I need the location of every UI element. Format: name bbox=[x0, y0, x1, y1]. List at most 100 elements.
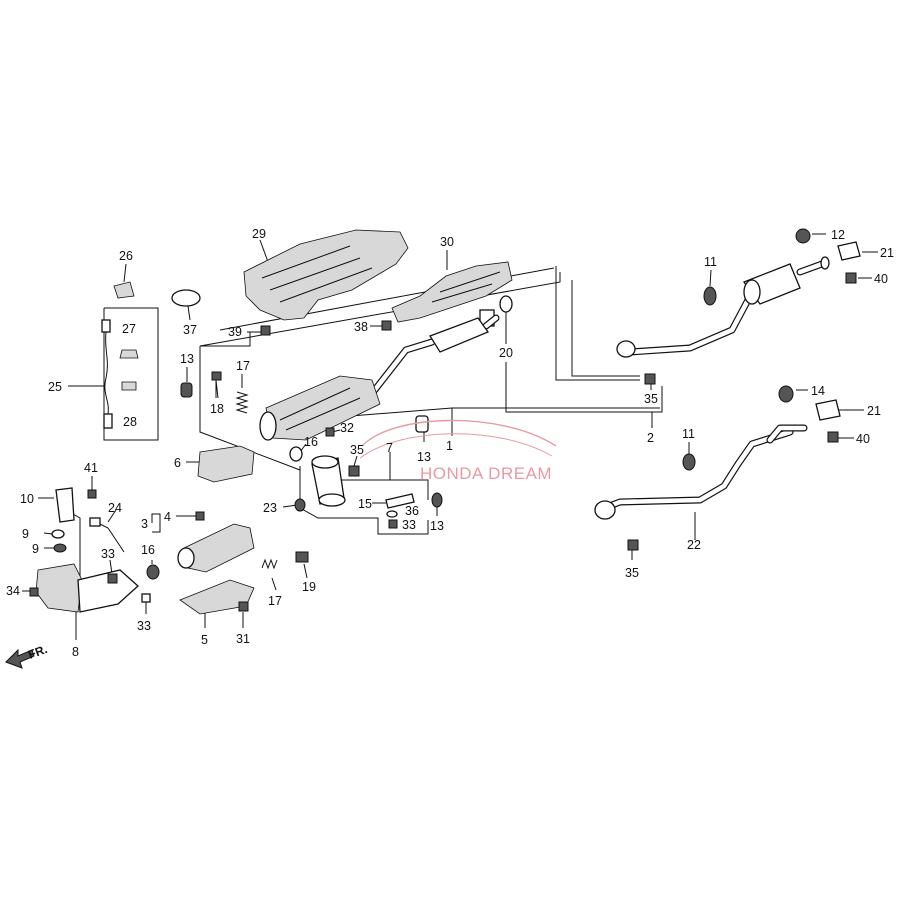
bracket-part-15 bbox=[385, 493, 415, 509]
callout-40a: 40 bbox=[874, 272, 888, 286]
oxygen-sensor-part bbox=[101, 319, 113, 429]
callout-11b: 11 bbox=[682, 427, 695, 441]
catalyst-lower-shield-part-5 bbox=[179, 579, 255, 615]
sensor-cover-part bbox=[113, 281, 135, 299]
nut-part-33c bbox=[141, 593, 151, 603]
callout-4: 4 bbox=[164, 510, 171, 524]
rubber-mount-part bbox=[180, 382, 193, 398]
callout-17a: 17 bbox=[236, 359, 250, 373]
callout-22: 22 bbox=[687, 538, 701, 552]
rubber-hanger-part-11b bbox=[682, 453, 696, 471]
callout-33b: 33 bbox=[101, 547, 115, 561]
callout-39: 39 bbox=[228, 325, 242, 339]
bolt-part bbox=[260, 325, 271, 336]
callout-5: 5 bbox=[201, 633, 208, 647]
exhaust-finisher-part-21b bbox=[815, 399, 841, 421]
nut-part-35b bbox=[644, 373, 656, 385]
watermark-text: HONDA DREAM bbox=[420, 464, 552, 483]
sensor-cable-part-24 bbox=[95, 521, 125, 553]
callout-20: 20 bbox=[499, 346, 513, 360]
heat-shield-rib-lines-2 bbox=[431, 271, 501, 303]
rubber-hanger-part-11a bbox=[703, 286, 717, 306]
bolt-spring-part bbox=[211, 371, 249, 414]
front-arrow-icon bbox=[5, 648, 35, 669]
callout-36: 36 bbox=[405, 504, 419, 518]
callout-13c: 13 bbox=[430, 519, 444, 533]
gasket-ring-part bbox=[499, 295, 513, 313]
callout-28: 28 bbox=[123, 415, 137, 429]
nut-part-32 bbox=[325, 427, 335, 437]
callout-18: 18 bbox=[210, 402, 224, 416]
callout-1: 1 bbox=[446, 439, 453, 453]
washer-part-9a bbox=[51, 529, 65, 539]
sensor-plug-part-24 bbox=[89, 517, 101, 527]
callout-12: 12 bbox=[831, 228, 845, 242]
callout-16b: 16 bbox=[141, 543, 155, 557]
nut-part-33 bbox=[388, 519, 398, 529]
rubber-mount-part-13b bbox=[415, 415, 429, 433]
callout-10: 10 bbox=[20, 492, 34, 506]
callout-3: 3 bbox=[141, 517, 148, 531]
callout-2: 2 bbox=[647, 431, 654, 445]
sensor-clip-part bbox=[119, 349, 139, 391]
callout-31: 31 bbox=[236, 632, 250, 646]
callout-37: 37 bbox=[183, 323, 197, 337]
nut-part-35 bbox=[348, 465, 360, 477]
flange-ring-part bbox=[171, 289, 201, 307]
callout-24: 24 bbox=[108, 501, 122, 515]
callout-30: 30 bbox=[440, 235, 454, 249]
bolt-part-40b bbox=[827, 431, 839, 443]
callout-7: 7 bbox=[386, 441, 393, 455]
callout-11a: 11 bbox=[704, 255, 717, 269]
spring-part-17b bbox=[261, 558, 278, 570]
callout-35b: 35 bbox=[644, 392, 658, 406]
rubber-mount-part-13c bbox=[431, 492, 443, 508]
rubber-hanger-part-12 bbox=[795, 228, 811, 244]
callout-9a: 9 bbox=[22, 527, 29, 541]
front-indicator-label: FR. bbox=[26, 642, 49, 662]
callout-33c: 33 bbox=[137, 619, 151, 633]
callout-25: 25 bbox=[48, 380, 62, 394]
bolt-part-19 bbox=[295, 551, 309, 563]
callout-34: 34 bbox=[6, 584, 20, 598]
callout-19: 19 bbox=[302, 580, 316, 594]
rear-pipe-upper-part bbox=[616, 256, 830, 358]
nut-part-35c bbox=[627, 539, 639, 551]
rear-pipe-lower-part bbox=[594, 424, 808, 520]
callout-23: 23 bbox=[263, 501, 277, 515]
catalytic-converter-part-3 bbox=[177, 511, 255, 573]
washer-part-36 bbox=[386, 510, 398, 518]
callout-17b: 17 bbox=[268, 594, 282, 608]
callout-35c: 35 bbox=[625, 566, 639, 580]
callout-35a: 35 bbox=[350, 443, 364, 457]
callout-41: 41 bbox=[84, 461, 98, 475]
bolt-part-40a bbox=[845, 272, 857, 284]
watermark-logo: HONDA DREAM bbox=[359, 419, 557, 483]
washer-part-9b bbox=[53, 543, 67, 553]
callout-21a: 21 bbox=[880, 246, 894, 260]
bolt-part-38 bbox=[381, 320, 392, 331]
callout-29: 29 bbox=[252, 227, 266, 241]
callout-16a: 16 bbox=[304, 435, 318, 449]
callout-8: 8 bbox=[72, 645, 79, 659]
callout-26: 26 bbox=[119, 249, 133, 263]
manifold-catalyst-part-8 bbox=[29, 563, 139, 613]
callout-38: 38 bbox=[354, 320, 368, 334]
bolt-part-31 bbox=[238, 601, 249, 612]
bolt-part-41 bbox=[87, 489, 97, 499]
callout-21b: 21 bbox=[867, 404, 881, 418]
callout-9b: 9 bbox=[32, 542, 39, 556]
callout-6: 6 bbox=[174, 456, 181, 470]
nut-part-33a bbox=[107, 573, 118, 584]
gasket-part-16b bbox=[146, 564, 160, 580]
catalyst-shield-part bbox=[197, 445, 255, 483]
callout-27: 27 bbox=[122, 322, 136, 336]
rubber-hanger-part-14 bbox=[778, 385, 794, 403]
exhaust-finisher-part-21a bbox=[837, 241, 861, 261]
flex-pipe-part bbox=[311, 455, 346, 507]
heat-shield-upper-part bbox=[243, 229, 409, 321]
gasket-part-23 bbox=[294, 498, 306, 512]
callout-15: 15 bbox=[358, 497, 372, 511]
callout-14: 14 bbox=[811, 384, 825, 398]
